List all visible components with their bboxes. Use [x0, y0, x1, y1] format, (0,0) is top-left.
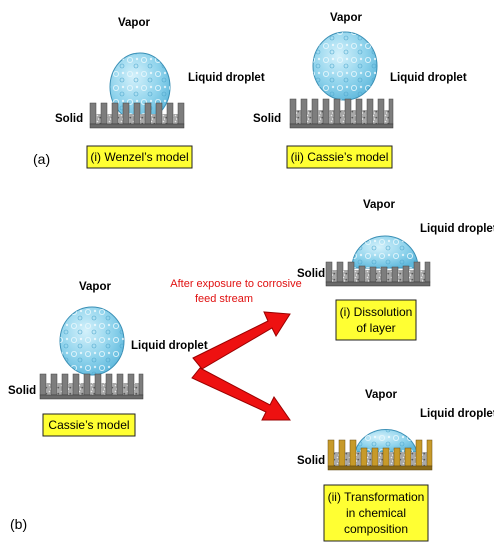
dissolution-solid-label: Solid: [297, 268, 325, 280]
transformation-group: Vapor Liquid droplet Solid (ii) Transfor…: [297, 389, 494, 542]
dissolution-result-box: [335, 299, 417, 341]
cassie-b-model-box: [42, 413, 136, 437]
cassie-b-substrate: [39, 373, 144, 400]
cassie-a-model-box: [286, 145, 393, 169]
transformation-liquid-label: Liquid droplet: [420, 408, 494, 420]
cassie-a-substrate: [289, 98, 394, 129]
dissolution-vapor-label: Vapor: [363, 199, 395, 211]
wenzel-vapor-label: Vapor: [118, 17, 150, 29]
cassie-a-solid-label: Solid: [253, 113, 281, 125]
dissolution-result-line1: (i) Dissolution: [340, 305, 413, 319]
dissolution-substrate: [325, 261, 431, 287]
transformation-result-box: [323, 484, 429, 542]
transformation-substrate: [327, 439, 433, 471]
dissolution-liquid-label: Liquid droplet: [420, 223, 494, 235]
cassie-a-model-label: (ii) Cassie’s model: [291, 150, 389, 164]
transformation-result-line2: in chemical: [346, 506, 406, 520]
transformation-droplet: [354, 428, 418, 453]
exposure-text-line1: After exposure to corrosive: [170, 278, 301, 290]
arrow-up: [192, 311, 291, 370]
wenzel-liquid-label: Liquid droplet: [188, 72, 265, 84]
wenzel-group: Vapor Liquid droplet Solid (i) Wenzel’s …: [55, 17, 265, 169]
wenzel-model-label: (i) Wenzel’s model: [90, 150, 188, 164]
cassie-b-model-label: Cassie’s model: [48, 418, 129, 432]
dissolution-droplet: [351, 235, 419, 269]
exposure-text-line2: feed stream: [195, 293, 253, 305]
transformation-result-line1: (ii) Transformation: [328, 490, 425, 504]
transformation-solid-label: Solid: [297, 455, 325, 467]
exposure-arrows: [191, 311, 291, 421]
wenzel-substrate: [89, 102, 185, 129]
panel-a-letter: (a): [33, 151, 50, 167]
cassie-b-liquid-label: Liquid droplet: [131, 340, 208, 352]
dissolution-result-line2: of layer: [356, 321, 395, 335]
cassie-a-liquid-label: Liquid droplet: [390, 72, 467, 84]
wenzel-model-box: [86, 145, 193, 169]
cassie-b-droplet: [59, 306, 125, 376]
wenzel-solid-label: Solid: [55, 113, 83, 125]
cassie-a-droplet: [312, 31, 378, 101]
cassie-a-vapor-label: Vapor: [330, 12, 362, 24]
cassie-b-group: Vapor Liquid droplet Solid Cassie’s mode…: [8, 281, 208, 437]
cassie-b-solid-label: Solid: [8, 385, 36, 397]
cassie-b-vapor-label: Vapor: [79, 281, 111, 293]
dissolution-group: Vapor Liquid droplet Solid (i) Dissoluti…: [297, 199, 494, 341]
arrow-down: [191, 367, 291, 421]
transformation-result-line3: composition: [344, 522, 408, 536]
transformation-vapor-label: Vapor: [365, 389, 397, 401]
panel-b-letter: (b): [10, 516, 27, 532]
cassie-a-group: Vapor Liquid droplet Solid (ii) Cassie’s…: [253, 12, 467, 169]
